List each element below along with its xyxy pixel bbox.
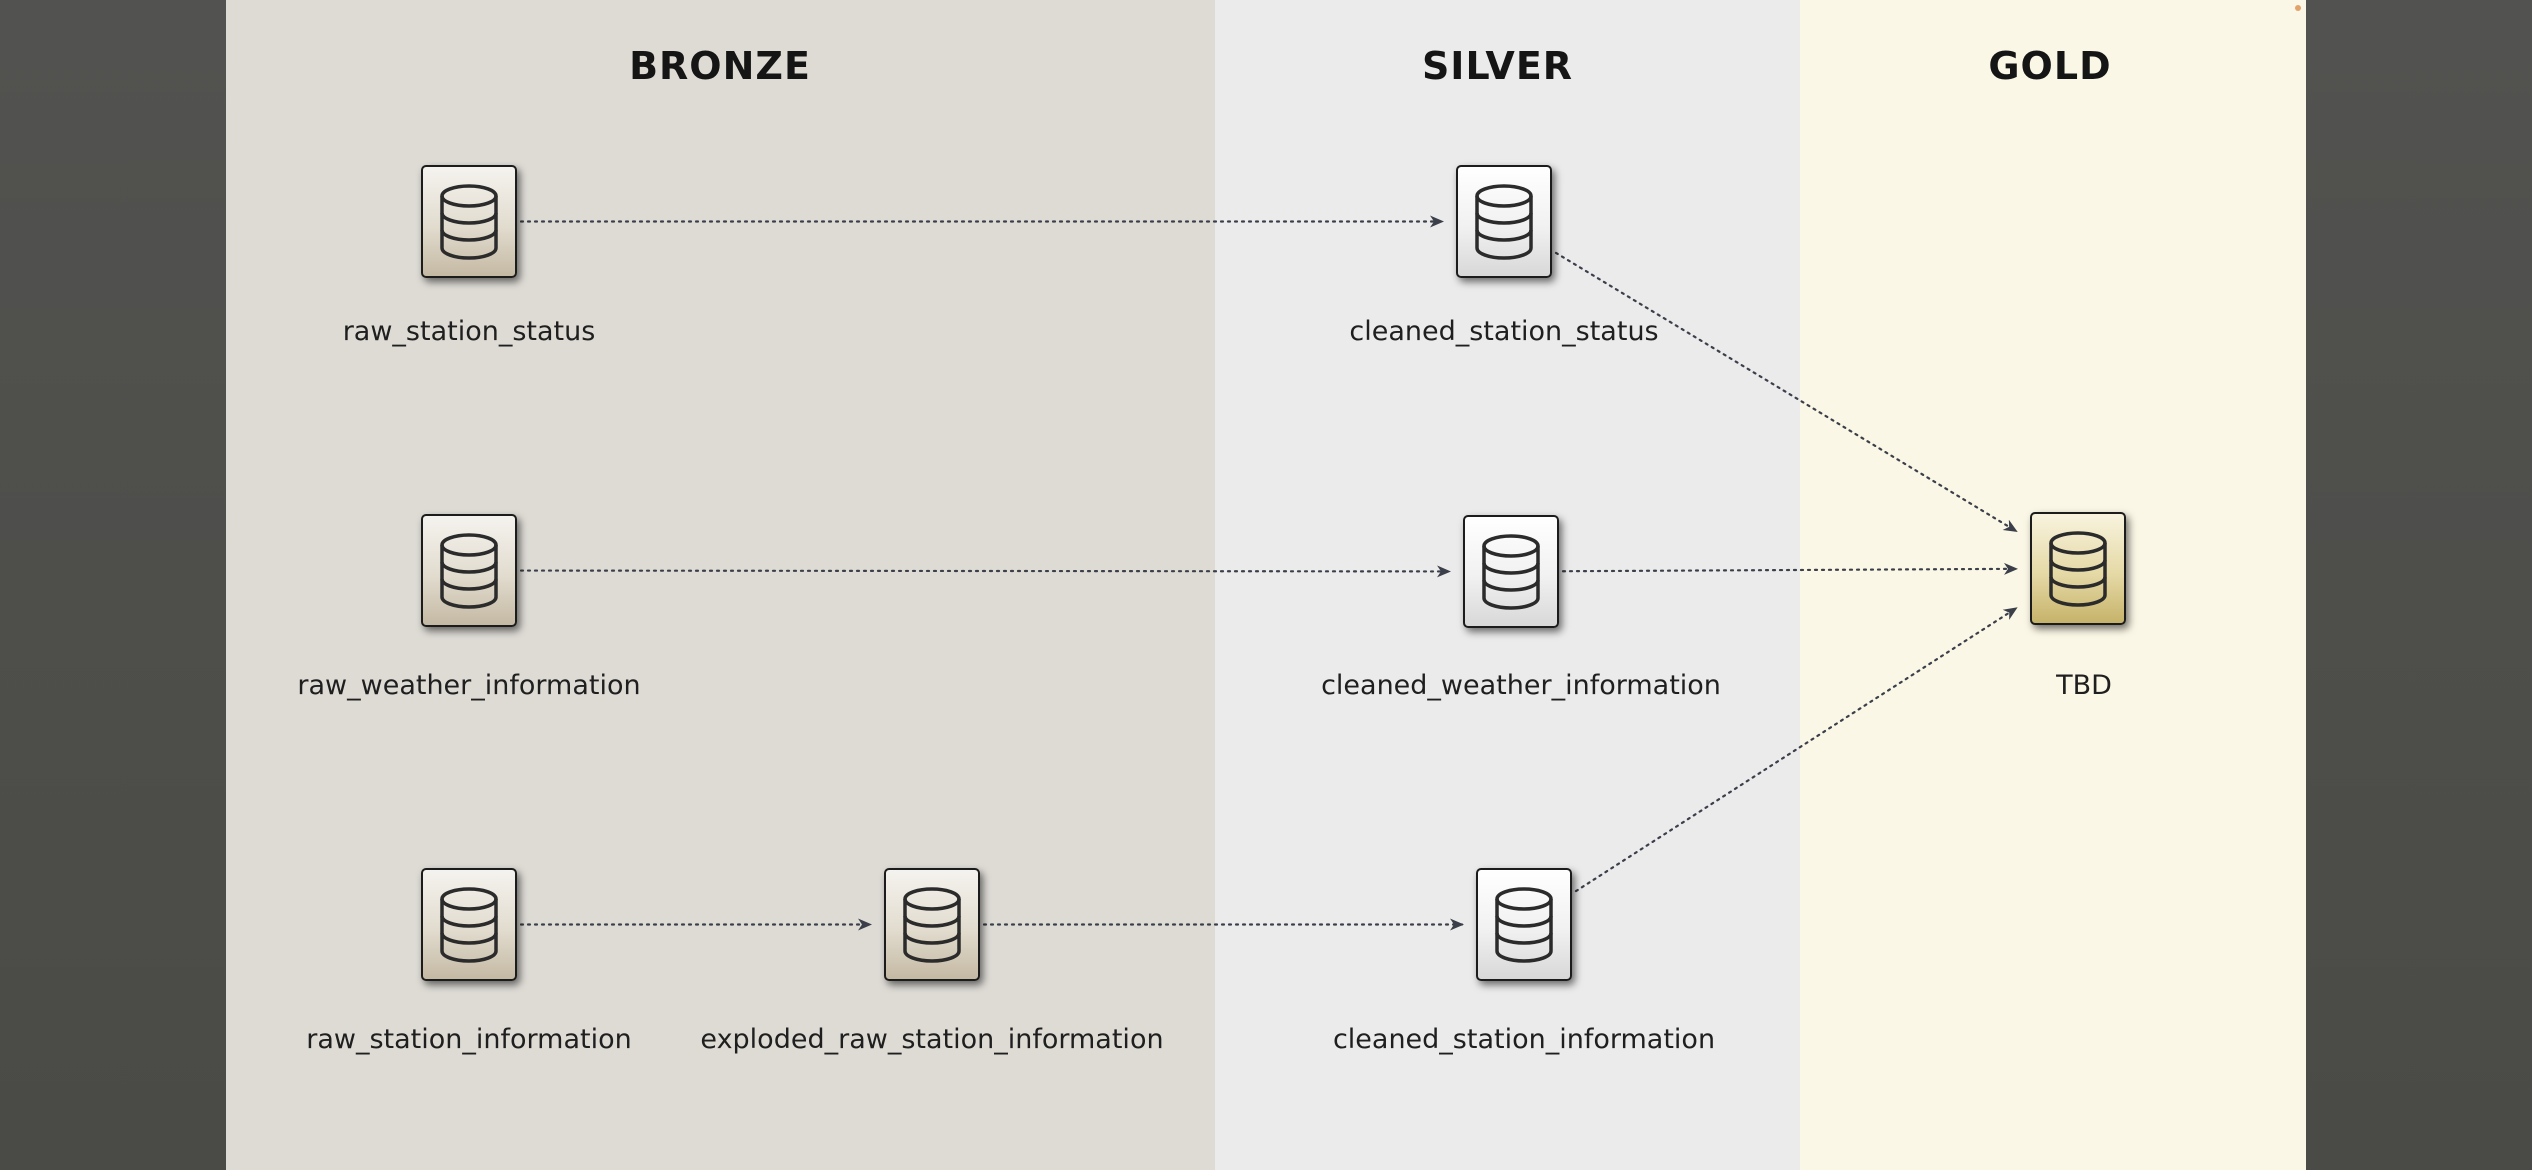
- cleaned-weather-information-label: cleaned_weather_information: [1321, 670, 1721, 701]
- database-icon: [437, 885, 501, 965]
- cleaned-station-status-node[interactable]: [1456, 165, 1552, 278]
- gold-layer-title: GOLD: [1988, 44, 2112, 88]
- connector-arrow-raw_weather_information-to-cleaned_weather_information: [519, 565, 1451, 578]
- database-icon: [437, 531, 501, 611]
- right-frame: [2306, 0, 2532, 1170]
- raw-station-status-node[interactable]: [421, 165, 517, 278]
- cleaned-station-status-label: cleaned_station_status: [1349, 316, 1659, 347]
- raw-station-information-label: raw_station_information: [306, 1024, 632, 1055]
- connector-arrow-cleaned_station_status-to-tbd: [1554, 251, 2018, 533]
- bronze-layer-panel: BRONZE: [226, 0, 1215, 1170]
- database-icon: [437, 182, 501, 262]
- left-frame: [0, 0, 226, 1170]
- raw-weather-information-node[interactable]: [421, 514, 517, 627]
- silver-layer-title: SILVER: [1421, 44, 1574, 88]
- raw-station-information-node[interactable]: [421, 868, 517, 981]
- cleaned-weather-information-node[interactable]: [1463, 515, 1559, 628]
- exploded-raw-station-information-node[interactable]: [884, 868, 980, 981]
- database-icon: [1472, 182, 1536, 262]
- database-icon: [1492, 885, 1556, 965]
- connector-arrow-cleaned_weather_information-to-tbd: [1561, 562, 2018, 575]
- database-icon: [2046, 529, 2110, 609]
- cleaned-station-information-node[interactable]: [1476, 868, 1572, 981]
- database-icon: [1479, 532, 1543, 612]
- cleaned-station-information-label: cleaned_station_information: [1332, 1024, 1716, 1055]
- raw-station-status-label: raw_station_status: [342, 316, 596, 347]
- tbd-node[interactable]: [2030, 512, 2126, 625]
- connector-arrow-cleaned_station_information-to-tbd: [1574, 607, 2018, 893]
- database-icon: [900, 885, 964, 965]
- exploded-raw-station-information-label: exploded_raw_station_information: [700, 1024, 1164, 1055]
- bronze-layer-title: BRONZE: [629, 44, 811, 88]
- raw-weather-information-label: raw_weather_information: [297, 670, 641, 701]
- tbd-label: TBD: [2056, 670, 2112, 701]
- corner-indicator-dot: [2295, 5, 2301, 11]
